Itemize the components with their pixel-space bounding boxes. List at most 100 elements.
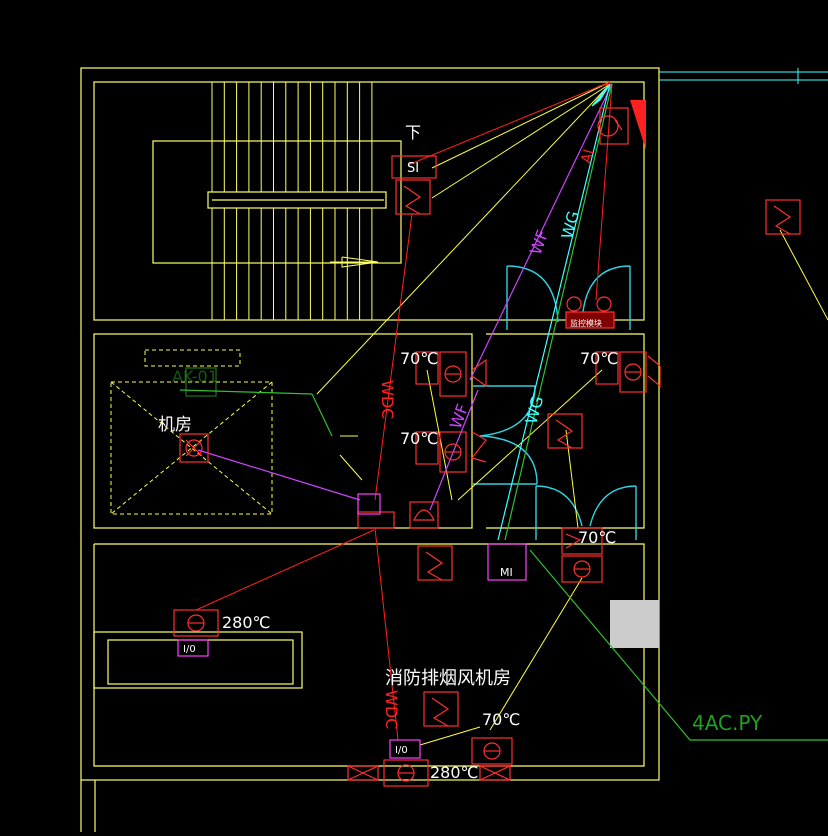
ai-label: AI	[578, 148, 597, 165]
stair-down-label: 下	[405, 123, 421, 142]
wf-label-upper: WF	[526, 227, 552, 257]
cables-red	[195, 81, 613, 741]
wg-label-lower: WG	[522, 394, 548, 426]
damper-70-d	[561, 527, 603, 583]
mi-label: MI	[500, 566, 513, 579]
damper-70-a	[415, 351, 487, 397]
fire-fan-room-label: 消防排烟风机房	[385, 668, 511, 689]
machine-room-wall	[93, 333, 473, 529]
cable	[504, 83, 613, 541]
fan-room-wall	[93, 543, 645, 767]
cable-marks: WDC WDC WF WF WG WG AI	[378, 148, 597, 730]
stair-arrowhead	[341, 256, 379, 268]
cable	[407, 81, 611, 166]
cable	[779, 229, 828, 321]
top-right-device	[597, 107, 629, 145]
top-right-lines	[659, 68, 828, 84]
cable	[489, 577, 583, 731]
door-bottom-left	[535, 485, 583, 540]
cable	[316, 83, 611, 395]
cable	[595, 83, 613, 301]
si-module	[391, 155, 437, 179]
temp-label-5: 70℃	[482, 710, 520, 729]
machine-room-label: 机房	[158, 415, 192, 435]
red-flag	[630, 100, 646, 150]
detector-fan-room-lower	[423, 691, 459, 727]
grey-block	[610, 600, 659, 648]
door-lobby-upper	[473, 385, 536, 437]
walls	[80, 67, 660, 832]
wdc-label-lower: WDC	[382, 690, 401, 729]
duct-inner	[107, 639, 294, 685]
temp-label-280-upper: 280℃	[222, 613, 271, 632]
wdc-label-upper: WDC	[378, 380, 397, 419]
cable	[565, 429, 579, 529]
temp-label-3: 70℃	[580, 349, 618, 368]
detector-right-outside	[765, 199, 801, 235]
faded-label: AK-01	[172, 367, 218, 386]
devices	[173, 100, 801, 787]
cable	[195, 529, 375, 611]
module-base	[357, 511, 395, 529]
module-top	[357, 493, 381, 515]
io-module-lower	[389, 739, 421, 759]
cable	[469, 83, 613, 381]
mi-module	[487, 543, 527, 581]
stair-handrail	[207, 191, 387, 209]
panel-label: 监控模块	[570, 318, 602, 328]
damper-70-e	[471, 737, 513, 765]
detector-si	[395, 179, 431, 215]
cable	[529, 549, 691, 741]
detector-lobby	[547, 413, 583, 449]
io-module-upper	[177, 639, 209, 657]
doors	[473, 265, 637, 540]
cable	[419, 726, 481, 746]
control-panel	[565, 296, 615, 329]
stair-treads	[211, 82, 373, 320]
door-lobby-lower	[473, 435, 538, 485]
cable	[497, 83, 611, 541]
temp-label-1: 70℃	[400, 349, 438, 368]
damper-280-upper	[173, 609, 219, 637]
sounder	[409, 501, 439, 529]
door-bottom-right	[589, 485, 637, 540]
cable	[197, 449, 361, 501]
cyan-arrowhead	[591, 83, 611, 107]
temp-label-2: 70℃	[400, 429, 438, 448]
damper-70-c	[595, 351, 661, 393]
stair-arrow	[330, 256, 379, 268]
detector-fan-room-upper	[417, 545, 453, 581]
duct-opening	[93, 631, 303, 689]
cable	[179, 389, 313, 395]
cable	[374, 213, 413, 501]
io-label-lower: I/0	[395, 745, 408, 756]
wg-label-upper: WG	[558, 209, 584, 241]
cables-green	[179, 83, 828, 741]
cable	[311, 393, 333, 437]
cable	[374, 527, 399, 741]
machine-outline	[110, 381, 273, 515]
machine-top-box	[144, 349, 241, 367]
cable	[339, 454, 363, 481]
door-right	[581, 265, 631, 330]
magenta-modules	[177, 493, 527, 759]
damper-70-b	[415, 431, 487, 473]
machine-equipment	[110, 349, 273, 515]
cable	[431, 81, 611, 169]
si-label: SI	[407, 161, 419, 176]
temp-label-4: 70℃	[578, 528, 616, 547]
cable	[431, 83, 611, 199]
io-label-upper: I/0	[183, 644, 196, 655]
stair-landing	[152, 140, 402, 264]
damper-280-lower	[347, 759, 511, 787]
machine-device	[179, 367, 217, 463]
stair-room-wall	[93, 81, 645, 321]
ref-label: 4AC.PY	[692, 711, 763, 735]
cables-cyan	[497, 83, 611, 541]
cable	[429, 389, 479, 511]
cables-magenta	[197, 83, 613, 511]
text-labels: 下 SI 机房 消防排烟风机房 70℃ 70℃ 70℃ 70℃ 70℃ 280℃…	[158, 123, 763, 782]
wf-label-lower: WF	[446, 401, 472, 431]
